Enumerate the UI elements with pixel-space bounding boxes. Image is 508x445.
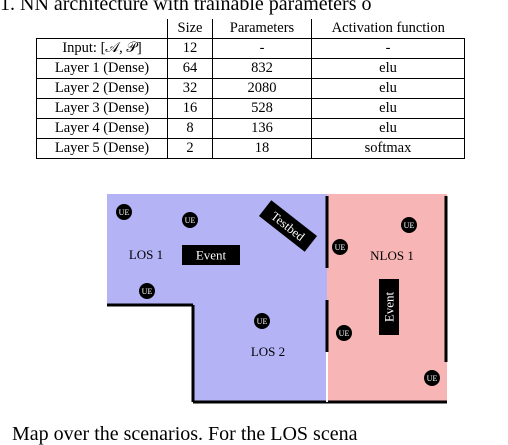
ue-marker: UE [336, 325, 352, 341]
event-marker [182, 245, 240, 265]
ue-marker: UE [182, 212, 198, 228]
table-cell: 32 [167, 78, 213, 99]
table-row: Layer 2 (Dense) 32 2080 elu [36, 78, 465, 99]
table-cell: Layer 5 (Dense) [36, 138, 168, 159]
ue-marker: UE [401, 217, 417, 233]
ue-label: UE [427, 374, 438, 383]
header-cell-size: Size [167, 19, 213, 39]
event-marker-label: Event [382, 291, 397, 322]
table-caption: 1. NN architecture with trainable parame… [0, 0, 372, 15]
table-cell: 18 [212, 138, 312, 159]
ue-circle [139, 283, 155, 299]
walls [107, 196, 448, 404]
table-cell: elu [311, 78, 465, 99]
ue-marker: UE [424, 370, 440, 386]
figure-caption: Map over the scenarios. For the LOS scen… [12, 423, 358, 445]
ue-marker: UE [139, 283, 155, 299]
ue-circle [116, 204, 132, 220]
ue-circle [336, 325, 352, 341]
table-cell: 2080 [212, 78, 312, 99]
ue-circle [254, 313, 270, 329]
region-label-los2: LOS 2 [251, 344, 285, 359]
header-cell-parameters: Parameters [212, 19, 312, 39]
table-cell: 528 [212, 98, 312, 119]
ue-circle [332, 239, 348, 255]
ue-label: UE [339, 329, 350, 338]
ue-label: UE [335, 243, 346, 252]
table-cell: Layer 4 (Dense) [36, 118, 168, 139]
table-header-row: Size Parameters Activation function [37, 19, 465, 39]
region-label-los1: LOS 1 [129, 247, 163, 262]
ue-label: UE [257, 317, 268, 326]
ue-marker: UE [116, 204, 132, 220]
ue-circle [182, 212, 198, 228]
testbed-box [258, 200, 318, 252]
ue-markers: UE UE UE UE UE UE UE UE [116, 204, 440, 386]
ue-label: UE [185, 216, 196, 225]
ue-circle [401, 217, 417, 233]
ue-circle [424, 370, 440, 386]
table-cell: softmax [311, 138, 465, 159]
event-marker-vertical: Event [379, 279, 399, 335]
los-region [107, 194, 327, 402]
ue-label: UE [119, 208, 130, 217]
table-row: Layer 3 (Dense) 16 528 elu [36, 98, 465, 119]
ue-marker: UE [254, 313, 270, 329]
table-cell: Layer 3 (Dense) [36, 98, 168, 119]
header-cell-activation: Activation function [311, 19, 465, 39]
ue-marker: UE [332, 239, 348, 255]
event-marker [379, 279, 399, 335]
event-marker-label: Event [196, 248, 227, 263]
ue-label: UE [142, 287, 153, 296]
table-row: Layer 5 (Dense) 2 18 softmax [36, 138, 465, 159]
table-cell: 64 [167, 58, 213, 79]
table-row: Layer 4 (Dense) 8 136 elu [36, 118, 465, 139]
nn-architecture-table: Size Parameters Activation function Inpu… [36, 19, 465, 159]
ue-label: UE [404, 221, 415, 230]
region-label-nlos1: NLOS 1 [370, 248, 414, 263]
